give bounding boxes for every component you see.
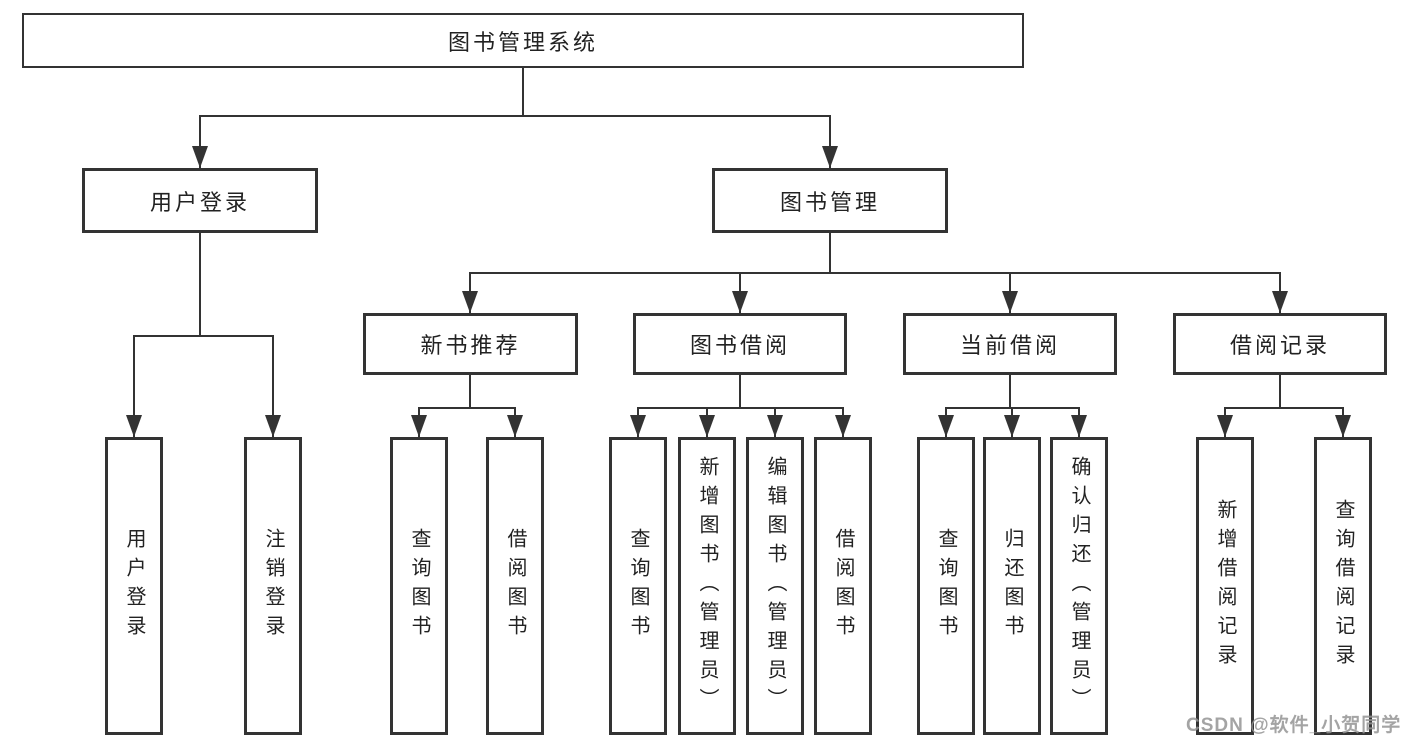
connector-borrow-records-stem	[1279, 375, 1281, 407]
leaf-borrow-query-label: 查询图书	[627, 528, 649, 644]
connector-user-login-bar	[133, 335, 274, 337]
connector-new-books-bar	[418, 407, 516, 409]
node-current-borrow-label: 当前借阅	[959, 333, 1060, 358]
leaf-borrow-add-label: 新增图书（管理员）	[696, 455, 718, 717]
arrow-user-login	[192, 146, 208, 168]
node-current-borrow: 当前借阅	[903, 313, 1117, 375]
arrow-bw-query	[630, 415, 646, 437]
connector-root-bar	[199, 115, 831, 117]
leaf-records-query: 查询借阅记录	[1314, 437, 1372, 735]
leaf-current-query: 查询图书	[917, 437, 975, 735]
node-root: 图书管理系统	[22, 13, 1024, 68]
arrow-cb-query	[938, 415, 954, 437]
connector-borrow-records-bar	[1224, 407, 1344, 409]
csdn-watermark: CSDN @软件_小贺同学	[1186, 715, 1402, 736]
arrow-leaf-logout	[265, 415, 281, 437]
leaf-user-login-label: 用户登录	[123, 528, 145, 644]
leaf-current-return-label: 归还图书	[1001, 528, 1023, 644]
leaf-newbooks-borrow-label: 借阅图书	[504, 528, 526, 644]
arrow-bw-edit	[767, 415, 783, 437]
node-new-books-label: 新书推荐	[420, 333, 521, 358]
node-root-label: 图书管理系统	[447, 29, 598, 55]
leaf-borrow-edit-label: 编辑图书（管理员）	[764, 455, 786, 717]
arrow-rc-add	[1217, 415, 1233, 437]
connector-leaf-logout-drop	[272, 335, 274, 437]
leaf-borrow-borrow: 借阅图书	[814, 437, 872, 735]
leaf-user-login: 用户登录	[105, 437, 163, 735]
arrow-current-borrow	[1002, 291, 1018, 313]
connector-book-mgmt-stem	[829, 233, 831, 272]
connector-user-login-drop	[199, 115, 201, 168]
leaf-current-query-label: 查询图书	[935, 528, 957, 644]
leaf-newbooks-query-label: 查询图书	[408, 528, 430, 644]
node-borrow-records-label: 借阅记录	[1229, 333, 1330, 358]
connector-book-mgmt-drop	[829, 115, 831, 168]
connector-new-books-stem	[469, 375, 471, 407]
node-book-mgmt-label: 图书管理	[779, 189, 880, 215]
leaf-current-confirm-label: 确认归还（管理员）	[1068, 455, 1090, 717]
node-book-mgmt: 图书管理	[712, 168, 948, 233]
connector-current-borrow-stem	[1009, 375, 1011, 407]
leaf-logout-label: 注销登录	[262, 528, 284, 644]
connector-level3-bar	[469, 272, 1281, 274]
arrow-leaf-login	[126, 415, 142, 437]
arrow-book-borrow	[732, 291, 748, 313]
node-book-borrow: 图书借阅	[633, 313, 847, 375]
leaf-borrow-add: 新增图书（管理员）	[678, 437, 736, 735]
arrow-bw-borrow	[835, 415, 851, 437]
arrow-borrow-records	[1272, 291, 1288, 313]
connector-root-stem	[522, 68, 524, 115]
leaf-records-add-label: 新增借阅记录	[1214, 499, 1236, 673]
arrow-book-mgmt	[822, 146, 838, 168]
connector-book-borrow-stem	[739, 375, 741, 407]
leaf-borrow-edit: 编辑图书（管理员）	[746, 437, 804, 735]
connector-book-borrow-bar	[637, 407, 844, 409]
arrow-nb-query	[411, 415, 427, 437]
node-borrow-records: 借阅记录	[1173, 313, 1387, 375]
leaf-records-query-label: 查询借阅记录	[1332, 499, 1354, 673]
arrow-new-books	[462, 291, 478, 313]
leaf-newbooks-query: 查询图书	[390, 437, 448, 735]
connector-leaf-login-drop	[133, 335, 135, 437]
arrow-bw-add	[699, 415, 715, 437]
leaf-logout: 注销登录	[244, 437, 302, 735]
leaf-borrow-borrow-label: 借阅图书	[832, 528, 854, 644]
leaf-current-confirm: 确认归还（管理员）	[1050, 437, 1108, 735]
node-user-login: 用户登录	[82, 168, 318, 233]
leaf-borrow-query: 查询图书	[609, 437, 667, 735]
arrow-cb-confirm	[1071, 415, 1087, 437]
node-book-borrow-label: 图书借阅	[689, 333, 790, 358]
connector-user-login-stem	[199, 233, 201, 335]
leaf-current-return: 归还图书	[983, 437, 1041, 735]
node-new-books: 新书推荐	[363, 313, 578, 375]
leaf-records-add: 新增借阅记录	[1196, 437, 1254, 735]
leaf-newbooks-borrow: 借阅图书	[486, 437, 544, 735]
arrow-cb-return	[1004, 415, 1020, 437]
arrow-rc-query	[1335, 415, 1351, 437]
arrow-nb-borrow	[507, 415, 523, 437]
node-user-login-label: 用户登录	[149, 189, 250, 215]
